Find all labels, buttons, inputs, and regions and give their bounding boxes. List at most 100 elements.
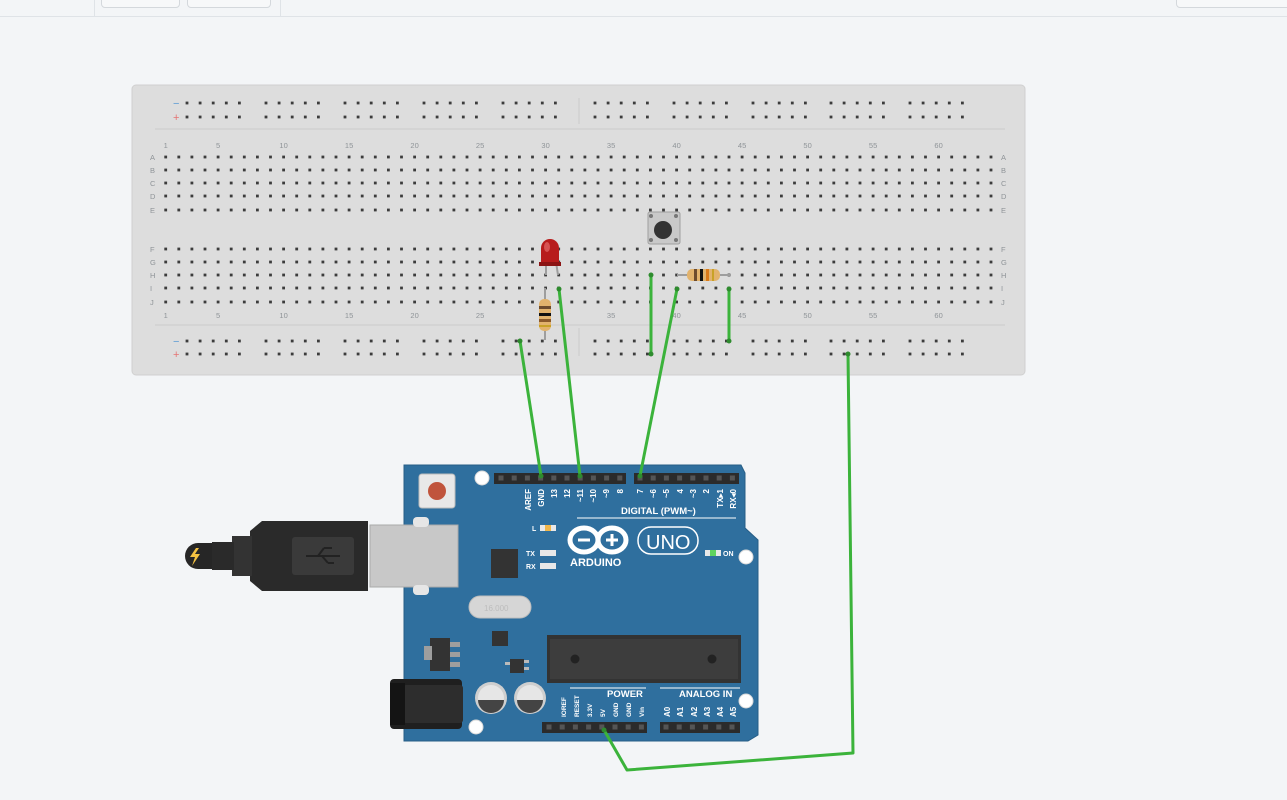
power-pin-label: IOREF [561,697,568,717]
column-number: 45 [738,311,746,320]
row-letter: B [150,166,155,175]
column-number: 55 [869,311,877,320]
svg-text:16.000: 16.000 [484,604,509,613]
push-button[interactable] [647,211,681,245]
row-letter: G [1001,258,1007,267]
power-jack [390,679,463,729]
power-header [542,722,647,733]
top-toolbar [0,0,1287,17]
column-number: 50 [803,141,811,150]
row-letter: H [1001,271,1006,280]
mounting-hole [468,719,484,735]
digital-pin-label: ~10 [589,488,598,502]
row-letter: H [150,271,155,280]
row-letter: D [150,192,156,201]
power-pin-label: Vin [639,707,646,717]
rail-minus-label-bottom: − [173,336,179,348]
usb-chip [491,549,518,578]
digital-pin-label: 8 [616,488,625,493]
capacitor [514,682,546,714]
wire-5v[interactable] [602,352,855,772]
row-letter: I [1001,284,1003,293]
row-letter: F [150,245,155,254]
digital-header-left [494,473,626,484]
column-number: 60 [934,311,942,320]
breadboard[interactable]: 1155101015152020252530303535404045455050… [131,84,1026,376]
power-pin-label: GND [626,702,633,717]
row-letter: E [1001,206,1006,215]
column-number: 15 [345,311,353,320]
digital-pin-label: ~9 [602,488,611,498]
row-letter: E [150,206,155,215]
rail-minus-label-top: − [173,98,179,110]
row-letter: G [150,258,156,267]
column-number: 25 [476,311,484,320]
model-label: UNO [646,532,690,554]
wire-gnd[interactable] [518,339,543,478]
resistor-horizontal[interactable] [677,269,731,281]
resistor-vertical[interactable] [539,288,551,340]
wire-pin-11[interactable] [557,287,582,478]
led-l-label: L [532,526,537,533]
usb-cable[interactable] [185,521,368,591]
mounting-hole [738,693,754,709]
digital-pin-label: ~3 [689,488,698,498]
toolbar-button-3[interactable] [1176,0,1287,8]
toolbar-button-2[interactable] [187,0,271,8]
analog-label: ANALOG IN [679,689,732,700]
toolbar-button-1[interactable] [101,0,180,8]
reset-button[interactable] [418,473,456,509]
column-number: 20 [410,311,418,320]
analog-pin-label: A0 [663,706,672,717]
digital-label: DIGITAL (PWM~) [621,506,696,517]
column-number: 15 [345,141,353,150]
wire-pin-7[interactable] [638,287,679,478]
digital-pin-label: ~5 [662,488,671,498]
row-letter: C [150,179,156,188]
column-number: 1 [164,311,168,320]
digital-pin-label: ~6 [649,488,658,498]
power-pin-label: 5V [600,708,607,717]
led-rx [540,563,556,569]
arduino-logo-icon [567,525,629,555]
lightning-icon [190,548,200,566]
led-tx [540,550,556,556]
power-pin-label: RESET [574,695,581,717]
rail-plus-label-top: + [173,112,179,124]
capacitor [475,682,507,714]
column-number: 5 [216,311,220,320]
column-number: 40 [672,141,680,150]
column-number: 35 [607,141,615,150]
column-number: 60 [934,141,942,150]
row-letter: A [150,153,155,162]
row-letter: C [1001,179,1007,188]
row-letter: J [150,298,154,307]
column-number: 30 [541,141,549,150]
breadboard-holes [164,101,993,356]
red-led[interactable] [539,239,561,276]
power-pin-label: 3.3V [587,703,594,717]
row-letter: A [1001,153,1006,162]
brand-label: ARDUINO [570,557,622,569]
column-number: 35 [607,311,615,320]
analog-pin-label: A2 [690,706,699,717]
led-rx-label: RX [526,564,536,571]
column-number: 25 [476,141,484,150]
digital-pin-label: 4 [676,488,685,493]
usb-connector [369,517,459,595]
digital-pin-label: TX▸1 [716,488,725,507]
microcontroller-chip [547,635,741,683]
small-chip [492,631,508,646]
analog-header [660,722,740,733]
digital-pin-label: AREF [524,489,533,511]
digital-pin-label: RX◂0 [729,488,738,508]
column-number: 5 [216,141,220,150]
toolbar-divider [94,0,95,16]
analog-pin-label: A5 [729,706,738,717]
digital-pin-label: GND [537,489,546,507]
